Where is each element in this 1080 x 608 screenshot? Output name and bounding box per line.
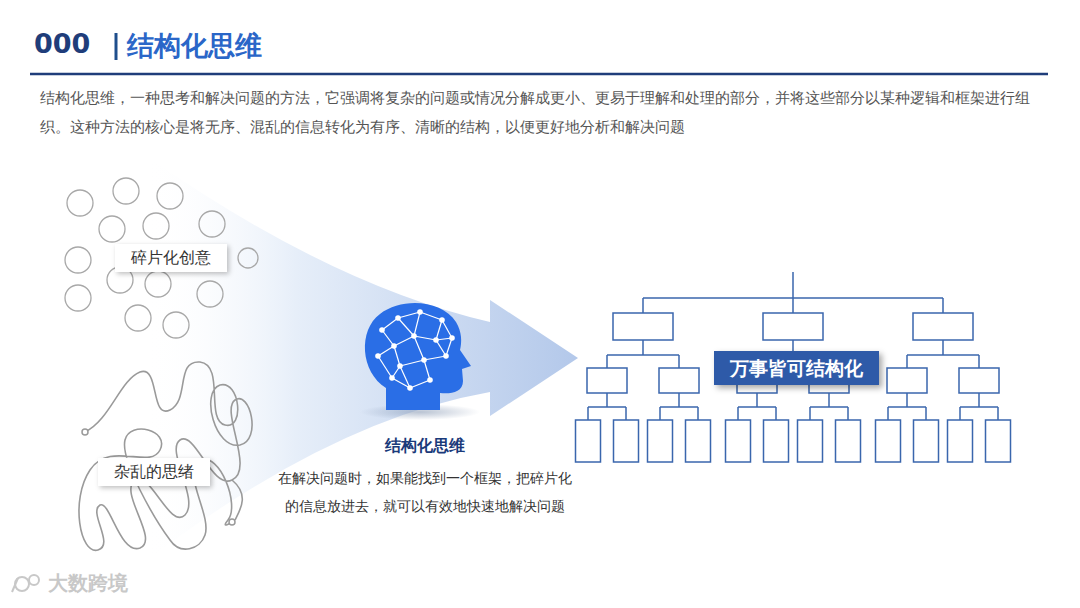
funnel-arrow (145, 155, 578, 562)
idea-circles (65, 178, 258, 338)
title-bar (115, 33, 118, 60)
watermark: 大数跨境 (48, 570, 128, 597)
fragment-box: 碎片化创意 (115, 244, 227, 273)
head-icon (365, 303, 471, 410)
brain-network (376, 310, 454, 390)
section-number: 000 (34, 28, 90, 59)
intro-paragraph: 结构化思维，一种思考和解决问题的方法，它强调将复杂的问题或情况分解成更小、更易于… (40, 84, 1050, 142)
structure-banner: 万事皆可结构化 (714, 351, 879, 386)
concept-body: 在解决问题时，如果能找到一个框架，把碎片化的信息放进去，就可以有效地快速地解决问… (278, 464, 572, 520)
thought-box: 杂乱的思绪 (98, 458, 210, 487)
concept-heading: 结构化思维 (280, 436, 570, 457)
header-rule (30, 73, 1048, 76)
watermark-logo (12, 575, 39, 592)
tree-structure (576, 272, 1011, 462)
node-text: 万事皆可结构化 (730, 356, 863, 381)
page-title: 结构化思维 (127, 28, 262, 64)
node-text: 碎片化创意 (131, 248, 211, 269)
node-text: 杂乱的思绪 (114, 462, 194, 483)
tangled-thread (79, 362, 252, 550)
